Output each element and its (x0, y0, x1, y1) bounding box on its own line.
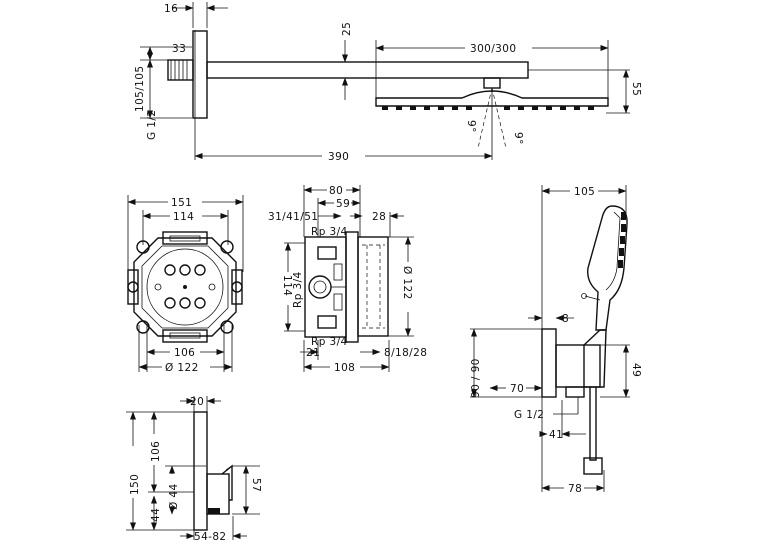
dim-trim-depth: 20 (190, 396, 204, 408)
dim-front-offset: 28 (372, 211, 386, 223)
dim-knob-height: 57 (250, 478, 262, 492)
dim-hand-thread: G 1/2 (514, 409, 544, 421)
dim-hand-projection: 105 (574, 186, 595, 198)
dim-arm-length: 390 (328, 151, 349, 163)
hand-shower-view: 105 8 90 / 90 49 70 G (470, 185, 642, 495)
dim-thread: G 1/2 (146, 110, 158, 140)
dim-outlet-height: 49 (630, 363, 642, 377)
installation-box-side-view: 80 59 31/41/51 28 Rp 3/4 Rp 3/4 Rp 3/4 (268, 185, 427, 374)
dim-bottom-depth: 108 (334, 362, 355, 374)
dim-side-depth: 80 (329, 185, 343, 197)
dim-holder-depth: 70 (510, 383, 524, 395)
box-side-frame (357, 236, 389, 337)
installation-box-front-view: 151 114 106 (127, 195, 244, 374)
dim-side-mid-depth: 59 (336, 198, 350, 210)
dim-side-height: 114 (281, 275, 293, 296)
dim-box-inner-width: 114 (173, 211, 194, 223)
dim-hose-offset: 41 (549, 429, 563, 441)
head-connector (483, 77, 501, 89)
thermostat-trim-view: 20 150 106 Ø 44 44 57 54-82 (126, 396, 262, 543)
dim-arm-depth: 25 (341, 22, 353, 36)
dim-depth-options: 31/41/51 (268, 211, 318, 223)
dim-head-height: 55 (630, 82, 642, 96)
trim-plate (193, 411, 208, 531)
dim-tilt-b: 9° (512, 132, 524, 145)
dim-hand-height-range: 90 / 90 (470, 358, 482, 398)
overhead-shower-view: 16 33 105/105 G 1/2 25 300/300 55 9° 9° … (134, 2, 642, 163)
port-mid-label: Rp 3/4 (292, 271, 304, 308)
box-side-port (308, 275, 332, 299)
dim-trim-depth-range: 54-82 (194, 531, 227, 543)
dim-bottom-offset: 21 (306, 347, 320, 359)
dim-holder-width: 78 (568, 483, 582, 495)
shower-hose (589, 387, 597, 461)
dim-base-offset: 44 (150, 508, 162, 522)
dim-box-outer-width: 151 (171, 197, 192, 209)
thread-stub (167, 59, 194, 81)
box-octagon (133, 237, 237, 337)
dim-height-range: 105/105 (134, 66, 146, 112)
dim-tilt-a: 9° (465, 120, 477, 133)
port-bottom-label: Rp 3/4 (311, 336, 348, 348)
hand-shower-holder (541, 328, 557, 398)
dim-wall-offset: 16 (164, 3, 178, 15)
dim-side-diameter: Ø 122 (401, 266, 413, 300)
shower-arm (206, 61, 529, 79)
dim-head-size: 300/300 (470, 43, 516, 55)
dim-wall-flange: 33 (172, 43, 186, 55)
dim-spindle: Ø 44 (168, 483, 180, 510)
dim-centre-height: 106 (150, 441, 162, 462)
port-top-label: Rp 3/4 (311, 226, 348, 238)
dim-hole-spacing: 106 (174, 347, 195, 359)
dim-hand-offset: 8 (562, 313, 569, 325)
dim-trim-height: 150 (129, 474, 141, 495)
dim-bottom-options: 8/18/28 (384, 347, 427, 359)
dim-box-diameter: Ø 122 (165, 362, 199, 374)
